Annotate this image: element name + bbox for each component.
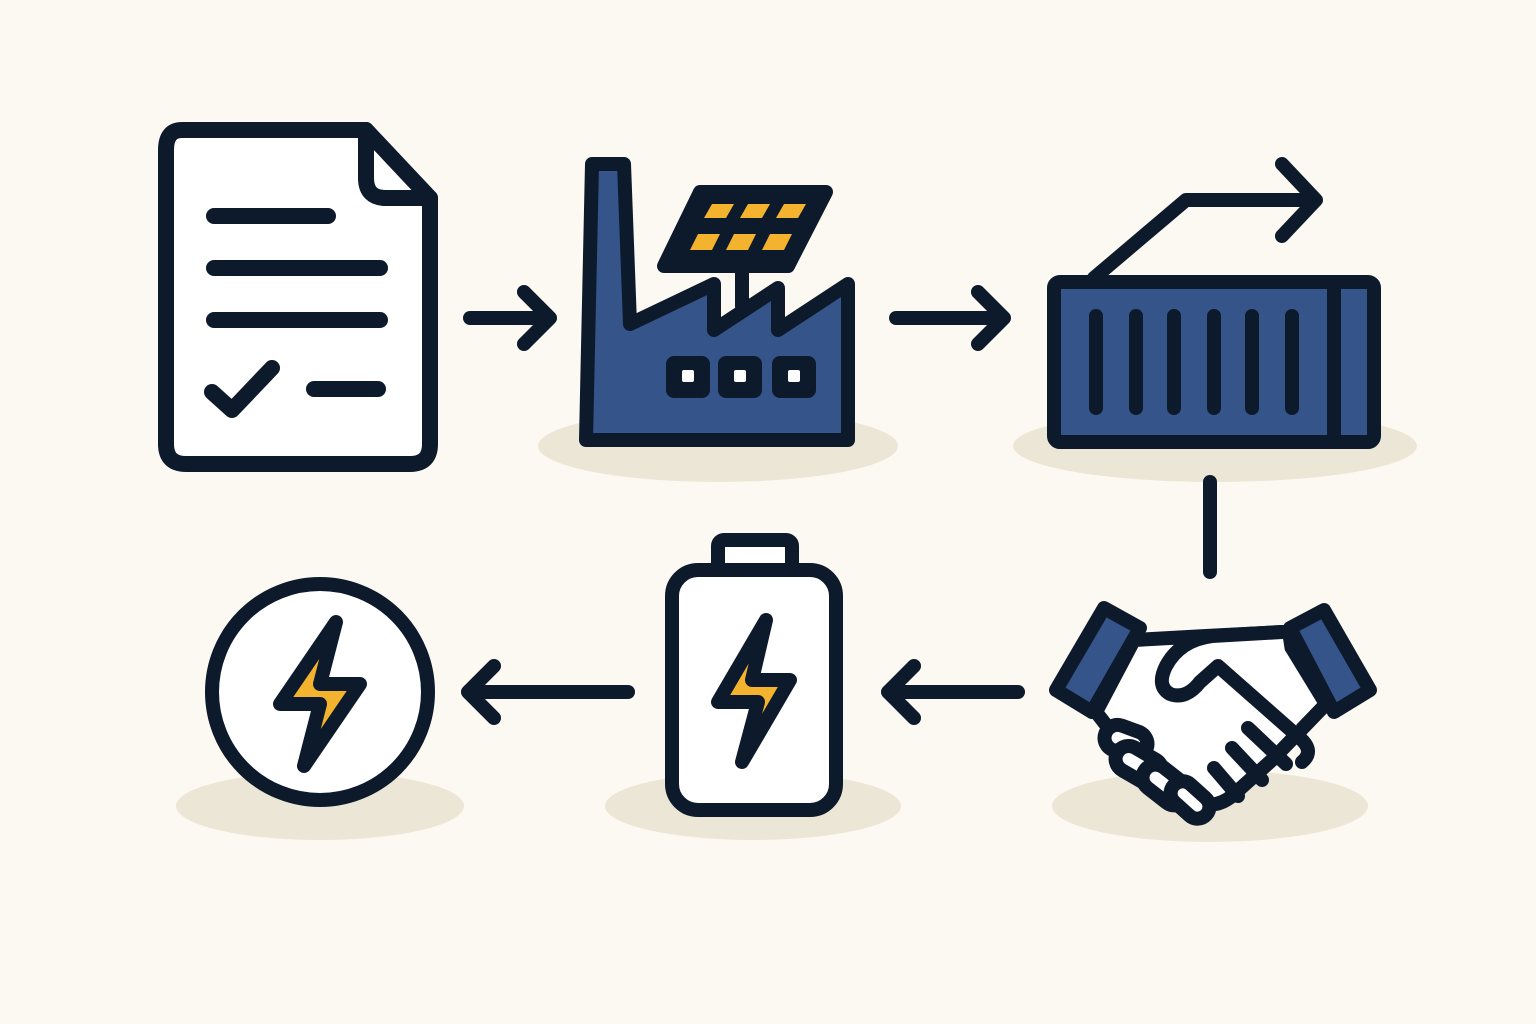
arrow-handshake-to-battery <box>881 659 1025 725</box>
energy-bolt-icon <box>273 615 367 773</box>
left-cuff <box>1049 601 1147 719</box>
solar-cells <box>690 204 806 250</box>
fingers <box>1097 717 1217 826</box>
lightning-circle-icon <box>205 577 435 807</box>
solar-factory-icon <box>579 157 855 447</box>
handshake-icon <box>1049 601 1377 826</box>
arrow-document-to-factory <box>463 285 557 351</box>
battery-charging-icon <box>665 533 843 817</box>
arrow-battery-to-energy <box>461 659 635 725</box>
arrow-factory-to-container <box>889 285 1011 351</box>
export-arrow-icon <box>1087 193 1321 285</box>
checkmark-icon <box>204 360 280 418</box>
document-checklist-icon <box>158 122 438 472</box>
container-ribs <box>1089 309 1299 415</box>
battery-bolt-icon <box>711 613 797 769</box>
shipping-container-icon <box>1047 157 1381 449</box>
